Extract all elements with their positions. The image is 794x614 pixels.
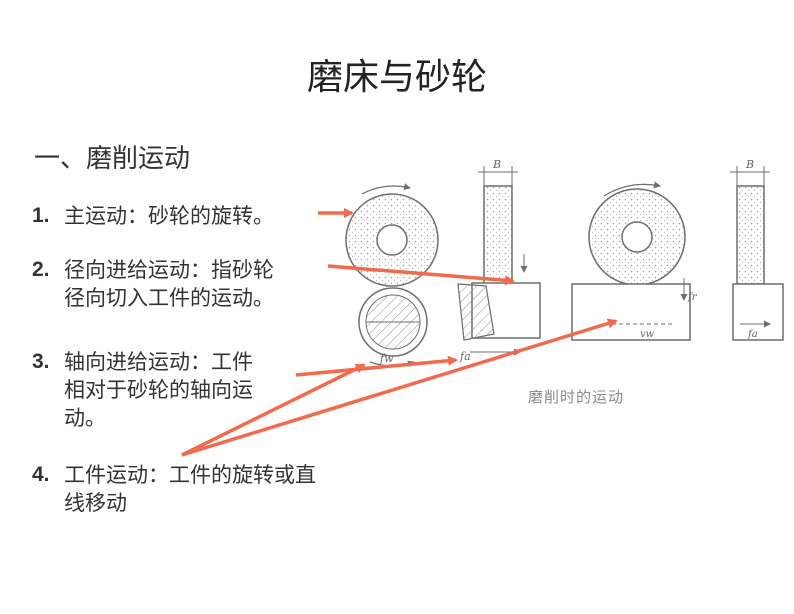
item-text-line: 工件运动：工件的旋转或直 <box>64 463 316 487</box>
item-number: 2. <box>32 258 50 281</box>
left-grinding-wheel <box>345 183 439 287</box>
arrow-radial-feed <box>327 264 515 286</box>
slide-title: 磨床与砂轮 <box>306 57 487 98</box>
left-workpiece-block: fa <box>457 282 541 363</box>
list-item-main-motion: 1. 主运动：砂轮的旋转。 <box>32 202 274 230</box>
right-flat-workpiece: vw fr <box>571 278 698 341</box>
callout-arrows <box>181 208 618 457</box>
left-wheel-front-view: B <box>478 158 528 285</box>
item-number: 4. <box>32 463 50 486</box>
arrow-workpiece-linear <box>181 318 618 457</box>
label-vw: vw <box>640 329 655 340</box>
list-item-workpiece-motion: 4. 工件运动：工件的旋转或直 线移动 <box>32 461 316 517</box>
label-fw: fw <box>379 352 394 365</box>
right-workpiece-block: fa <box>732 283 784 341</box>
item-text-line: 轴向进给运动：工件 <box>64 350 253 374</box>
item-text-line: 相对于砂轮的轴向运 <box>64 378 253 402</box>
right-wheel-front-view: B <box>730 158 770 285</box>
left-workpiece: fw <box>358 287 428 368</box>
item-text-line: 主运动：砂轮的旋转。 <box>64 204 274 228</box>
section-heading: 一、磨削运动 <box>34 144 191 174</box>
label-fa-right: fa <box>747 329 758 340</box>
item-text-line: 径向切入工件的运动。 <box>64 286 274 310</box>
item-number: 3. <box>32 350 50 373</box>
list-item-radial-feed: 2. 径向进给运动：指砂轮 径向切入工件的运动。 <box>32 256 274 312</box>
item-number: 1. <box>32 204 50 227</box>
right-grinding-wheel <box>588 181 686 286</box>
label-b-left: B <box>492 158 501 171</box>
arrow-workpiece-rotation <box>181 363 366 457</box>
figure-caption: 磨削时的运动 <box>528 388 625 406</box>
item-text-line: 线移动 <box>64 491 127 515</box>
arrow-axial-feed <box>295 355 458 377</box>
list-item-axial-feed: 3. 轴向进给运动：工件 相对于砂轮的轴向运 动。 <box>32 348 253 432</box>
item-text-line: 动。 <box>64 406 106 430</box>
label-b-right: B <box>745 158 754 171</box>
item-text-line: 径向进给运动：指砂轮 <box>64 258 274 282</box>
label-fa: fa <box>459 350 471 363</box>
label-fr: fr <box>687 292 698 303</box>
